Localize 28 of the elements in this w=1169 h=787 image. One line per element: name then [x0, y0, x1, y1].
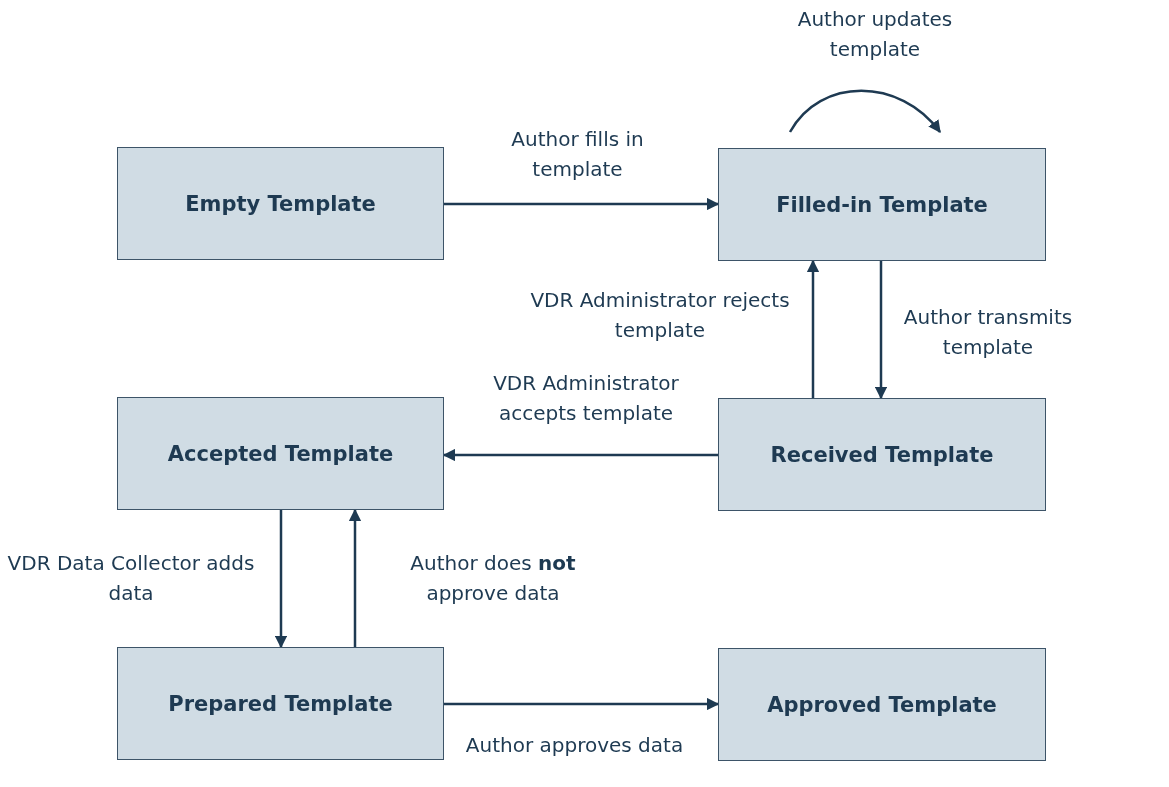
- state-box: [718, 148, 1046, 261]
- arrow: [442, 448, 718, 462]
- edge-label: Author updates template: [796, 6, 954, 63]
- state-label: Accepted Template: [167, 441, 394, 466]
- state-box: [718, 398, 1046, 511]
- state-box: [117, 647, 444, 760]
- arrow: [348, 508, 362, 647]
- state-box: [117, 147, 444, 260]
- state-label: Empty Template: [185, 191, 376, 216]
- edge-label: VDR Data Collector adds data: [6, 550, 256, 607]
- state-label: Approved Template: [767, 692, 997, 717]
- arrow: [806, 259, 820, 398]
- state-box: [117, 397, 444, 510]
- edge-label: VDR Administrator accepts template: [492, 370, 680, 427]
- state-label: Filled-in Template: [776, 192, 988, 217]
- state-box: [718, 648, 1046, 761]
- arrow: [274, 510, 288, 649]
- state-label: Prepared Template: [168, 691, 393, 716]
- state-label: Received Template: [770, 442, 994, 467]
- arrow: [874, 261, 888, 400]
- arrow: [444, 697, 720, 711]
- edge-label: Author does not approve data: [409, 550, 577, 607]
- edge-label: VDR Administrator rejects template: [530, 287, 790, 344]
- edge-label: Author fills in template: [510, 126, 645, 183]
- arrow: [788, 89, 941, 133]
- edge-label: Author transmits template: [902, 304, 1074, 361]
- arrow: [444, 197, 720, 211]
- edge-label: Author approves data: [464, 732, 685, 759]
